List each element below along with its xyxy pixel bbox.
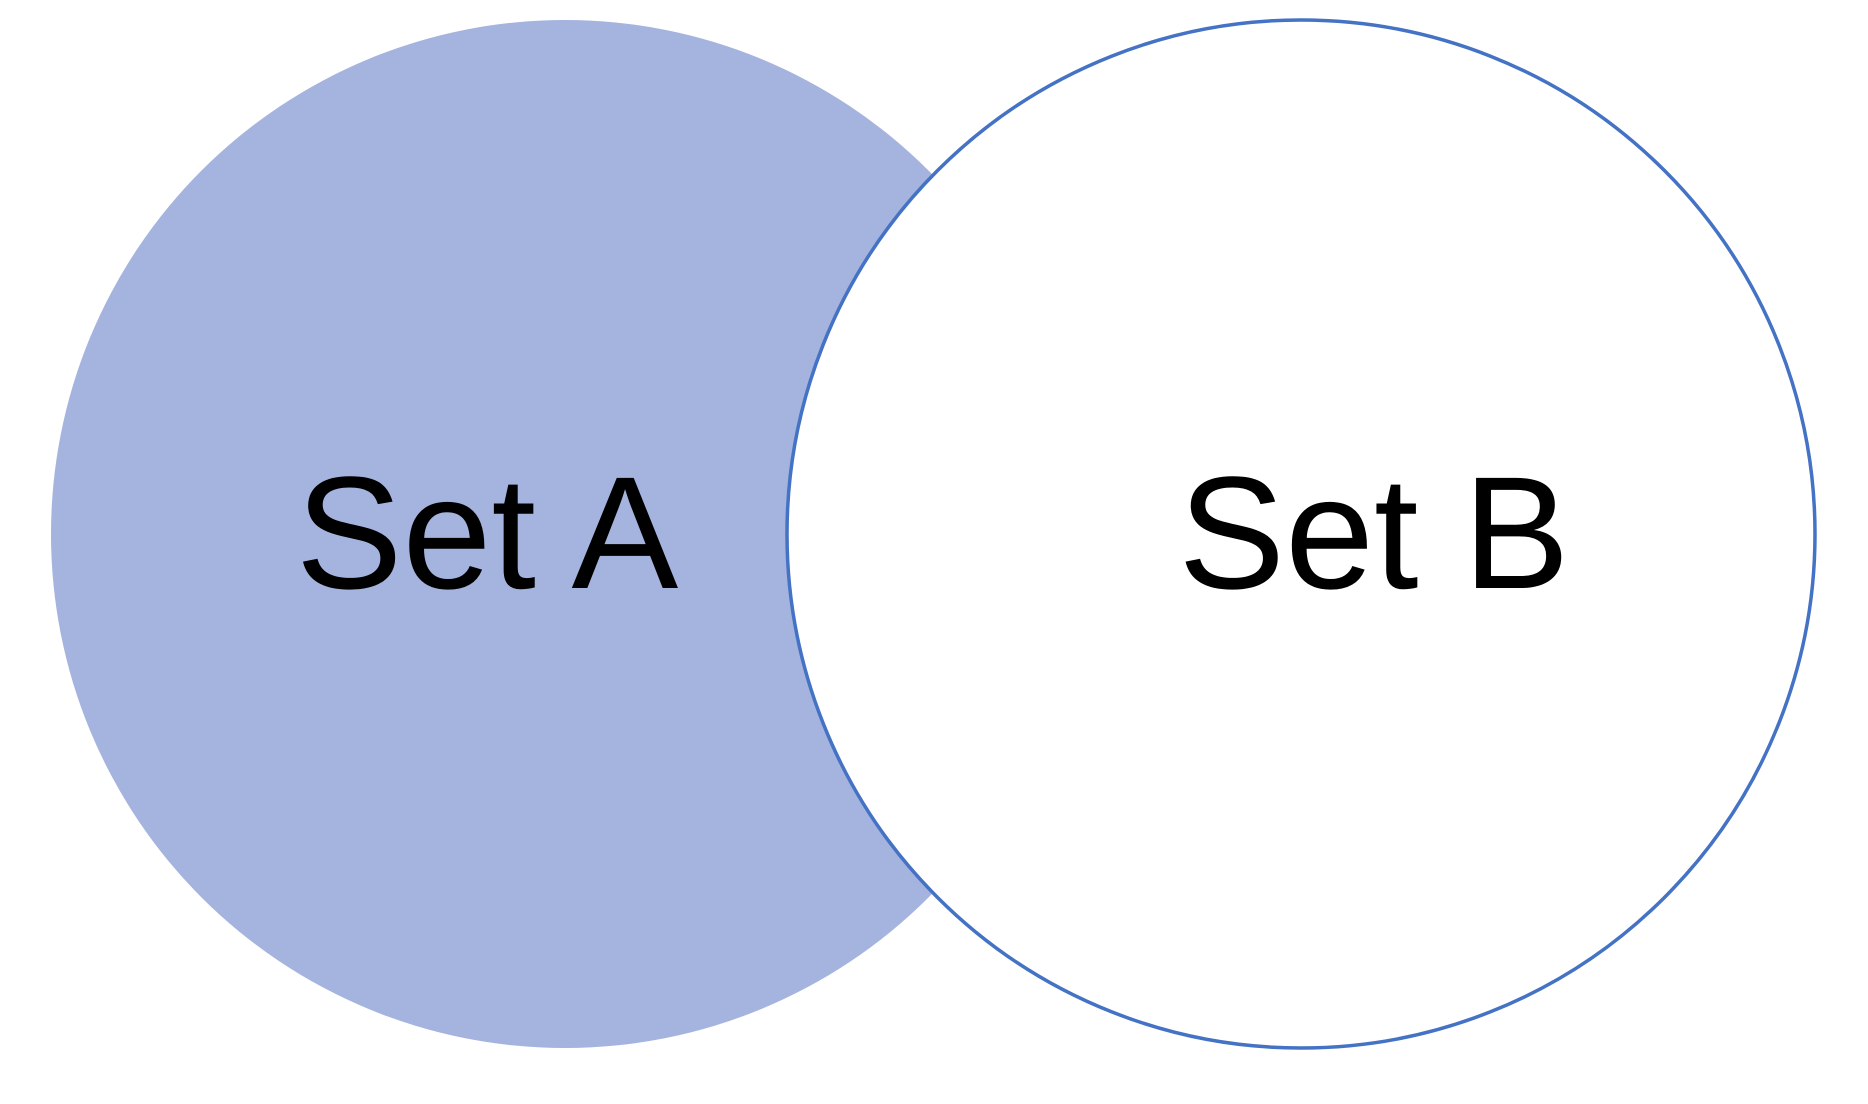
set-a-circle [51, 20, 1079, 1048]
set-a-label: Set A [296, 443, 679, 622]
set-b-circle [785, 18, 1817, 1050]
set-b-label: Set B [1178, 443, 1569, 622]
